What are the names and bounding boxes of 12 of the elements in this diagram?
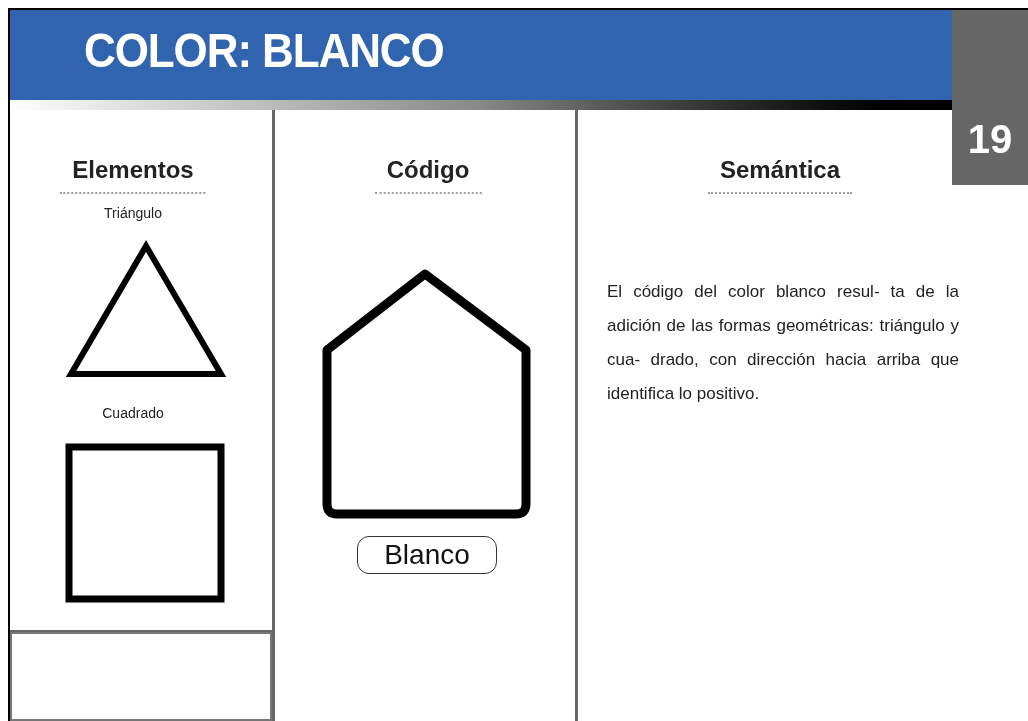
color-name: Blanco [384, 541, 470, 569]
title: COLOR: BLANCO [84, 26, 444, 75]
shape-label: Cuadrado [102, 404, 164, 423]
page-number: 19 [967, 119, 1013, 159]
shape-label: Triángulo [104, 204, 162, 223]
empty-cell [10, 632, 272, 721]
column-panel [272, 110, 578, 721]
column-heading: Elementos [60, 152, 206, 194]
column-heading: Semántica [707, 152, 853, 194]
column-heading: Código [374, 152, 482, 194]
description-paragraph: El código del color blanco resul- ta de la adición de las formas geométricas: triángulo y cua- drado, con dirección hacia arriba que identifica lo positivo. [607, 281, 959, 405]
rounded-label-box [357, 536, 497, 574]
